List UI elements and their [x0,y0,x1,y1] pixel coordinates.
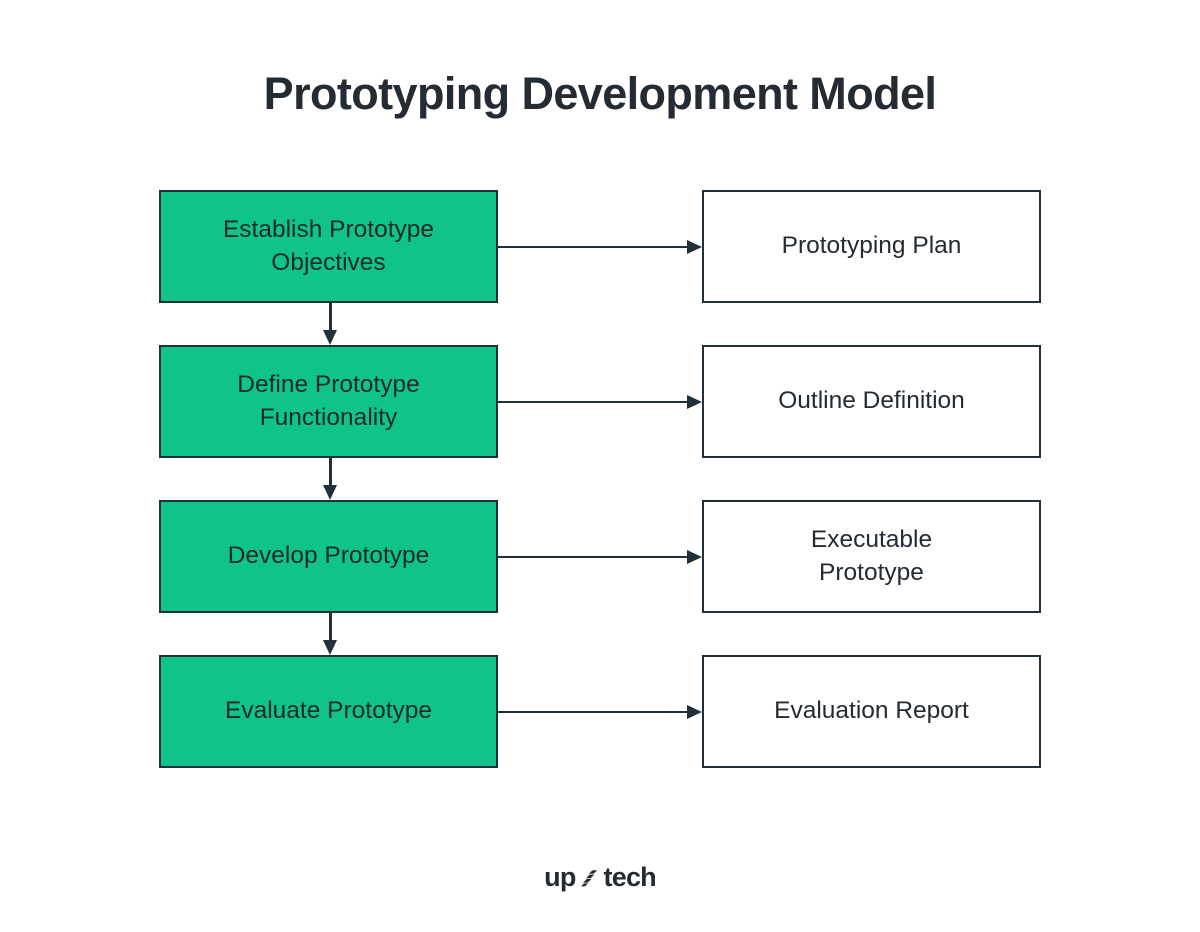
arrow-head [323,330,337,345]
output-box-3-label: Executable Prototype [810,526,933,586]
stage-box-1[interactable]: Establish Prototype Objectives [159,190,498,303]
output-box-1-label: Prototyping Plan [781,232,962,260]
stage-box-2[interactable]: Define Prototype Functionality [159,345,498,458]
stage-box-3-label: Develop Prototype [227,542,430,570]
flow-row: Define Prototype Functionality Outline D… [159,345,1041,458]
output-box-2-label: Outline Definition [778,387,965,415]
flow-row: Establish Prototype Objectives Prototypi… [159,190,1041,303]
stage-box-4-label: Evaluate Prototype [224,697,433,725]
output-box-3[interactable]: Executable Prototype [702,500,1041,613]
arrow-head [687,394,702,409]
stage-box-1-label: Establish Prototype Objectives [222,216,435,276]
flowchart: Establish Prototype Objectives Prototypi… [159,190,1041,768]
stair-step-mark-icon [579,867,601,889]
arrow-shaft [498,245,688,249]
arrow-head [687,704,702,719]
arrow-shaft [498,400,688,404]
right-arrow-icon-2 [498,394,702,409]
arrow-shaft [498,555,688,559]
stage-box-4[interactable]: Evaluate Prototype [159,655,498,768]
stage-box-3[interactable]: Develop Prototype [159,500,498,613]
flow-row: Develop Prototype Executable Prototype [159,500,1041,613]
down-arrow-icon-1 [323,303,337,345]
page-title: Prototyping Development Model [263,68,937,119]
brand-logo: up tech [0,862,1200,893]
arrow-head [687,239,702,254]
arrow-head [323,640,337,655]
right-arrow-icon-1 [498,239,702,254]
arrow-shaft [329,613,332,643]
arrow-head [687,549,702,564]
arrow-shaft [329,458,332,488]
right-arrow-icon-4 [498,704,702,719]
output-box-2[interactable]: Outline Definition [702,345,1041,458]
right-arrow-icon-3 [498,549,702,564]
logo-text-prefix: up [544,862,576,892]
arrow-shaft [498,710,688,714]
stage-box-2-label: Define Prototype Functionality [237,371,420,431]
arrow-shaft [329,303,332,333]
arrow-head [323,485,337,500]
down-arrow-icon-2 [323,458,337,500]
logo-text-suffix: tech [603,862,657,892]
down-arrow-icon-3 [323,613,337,655]
output-box-4-label: Evaluation Report [774,697,969,725]
output-box-1[interactable]: Prototyping Plan [702,190,1041,303]
flow-row: Evaluate Prototype Evaluation Report [159,655,1041,768]
output-box-4[interactable]: Evaluation Report [702,655,1041,768]
